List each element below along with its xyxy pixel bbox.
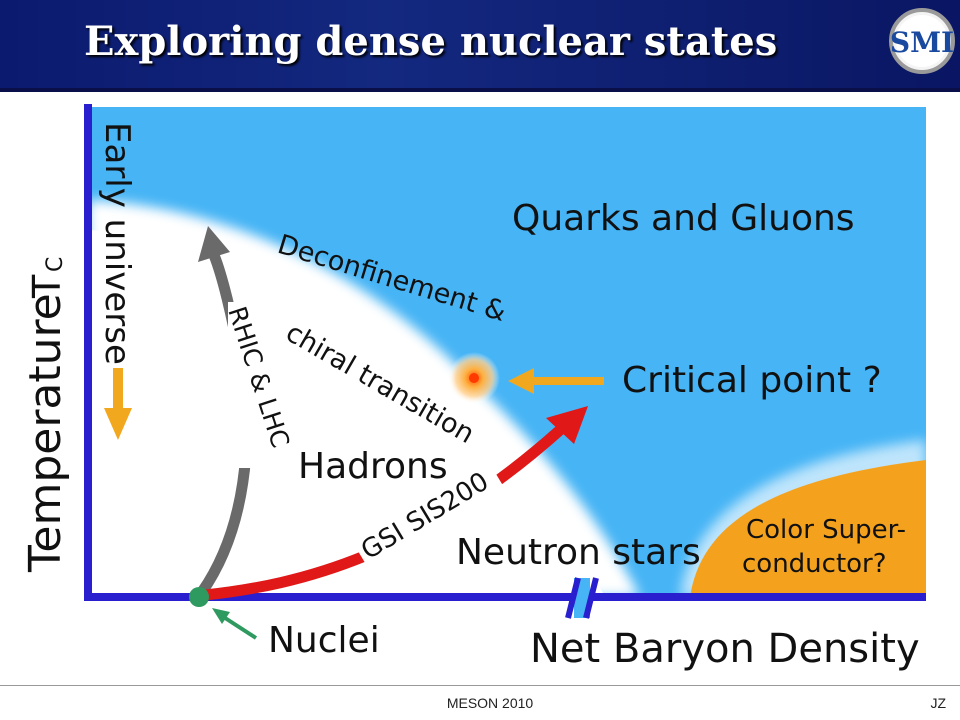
smi-logo: SMI	[889, 8, 955, 74]
nuclei-dot	[189, 587, 209, 607]
critical-point-label: Critical point ?	[622, 360, 882, 401]
critical-point-arrowhead	[508, 368, 534, 394]
early-universe-label: Early universe	[97, 122, 137, 365]
hadrons-label: Hadrons	[298, 446, 448, 487]
slide-title: Exploring dense nuclear states	[84, 18, 778, 65]
nuclei-label: Nuclei	[268, 620, 380, 661]
title-bar	[0, 0, 960, 92]
rhic-lhc-arrowhead	[198, 226, 230, 262]
critical-point-dot	[469, 373, 479, 383]
footer-right-text: JZ	[930, 695, 946, 711]
gsi-sis200-arrowhead	[546, 406, 588, 444]
nuclei-arrow-shaft	[220, 614, 258, 640]
tc-subscript: C	[43, 257, 68, 272]
superconductor-region	[690, 460, 926, 597]
neutron-stars-label: Neutron stars	[456, 532, 701, 573]
qgp-label: Quarks and Gluons	[512, 198, 855, 239]
color-superconductor-label-2: conductor?	[742, 549, 887, 579]
nuclei-arrowhead	[212, 608, 230, 624]
logo-text: SMI	[890, 26, 954, 59]
axis-break-right	[583, 577, 599, 619]
tc-label: T	[25, 274, 69, 299]
x-axis-label: Net Baryon Density	[530, 626, 920, 672]
footer-center-text: MESON 2010	[446, 695, 534, 711]
color-superconductor-label-1: Color Super-	[746, 515, 906, 545]
early-universe-arrowhead	[104, 408, 132, 440]
footer-divider	[0, 685, 960, 686]
axis-break-left	[565, 577, 581, 619]
y-axis-label: Temperature	[20, 293, 71, 573]
